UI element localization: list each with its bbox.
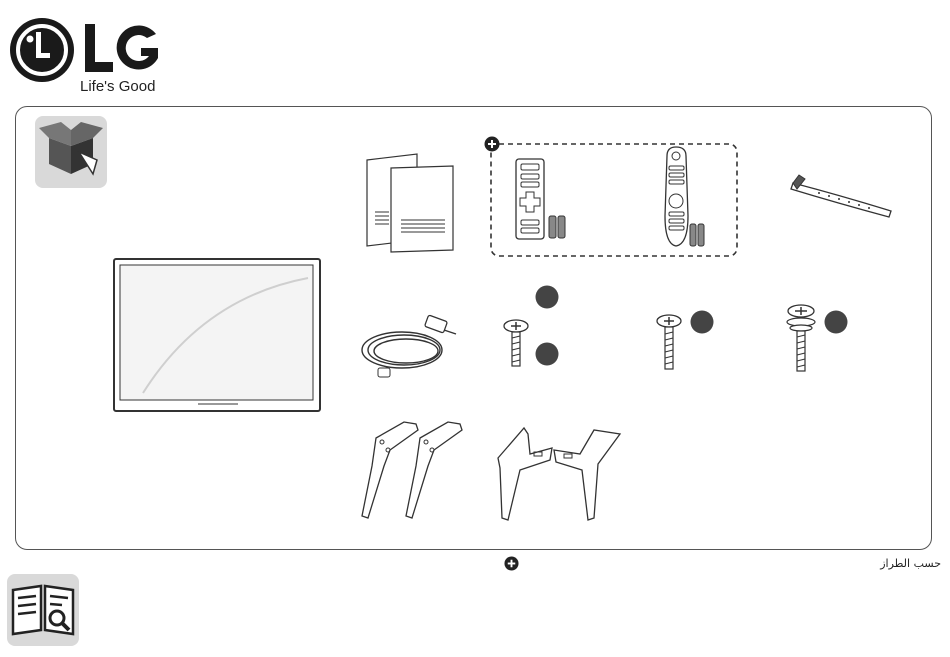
brand-tagline: Life's Good: [80, 78, 155, 95]
standard-remote-illustration: [515, 158, 571, 242]
screw-illustration: [502, 318, 532, 370]
screw-count-badge: [690, 310, 714, 334]
cable-holder-illustration: [789, 173, 895, 221]
power-cord-illustration: [360, 316, 460, 382]
open-box-icon: [35, 116, 107, 188]
screw-count-badge: [535, 285, 559, 309]
screw-with-washer-illustration: [785, 302, 819, 374]
tv-illustration: [113, 258, 323, 416]
screw-count-badge: [824, 310, 848, 334]
stand-feet-illustration: [494, 424, 624, 522]
screw-count-badge: [535, 342, 559, 366]
plus-circle-icon: [484, 136, 500, 152]
open-book-magnifier-icon: [7, 574, 79, 646]
plus-circle-icon: [504, 556, 519, 571]
optional-by-model-note: حسب الطراز: [880, 557, 941, 570]
package-icon-tile: [35, 116, 107, 188]
stand-legs-illustration: [358, 420, 466, 522]
magic-remote-illustration: [662, 146, 710, 250]
user-manual-illustration: [365, 152, 457, 254]
manual-icon-tile: [7, 574, 79, 646]
screw-illustration: [655, 312, 685, 372]
